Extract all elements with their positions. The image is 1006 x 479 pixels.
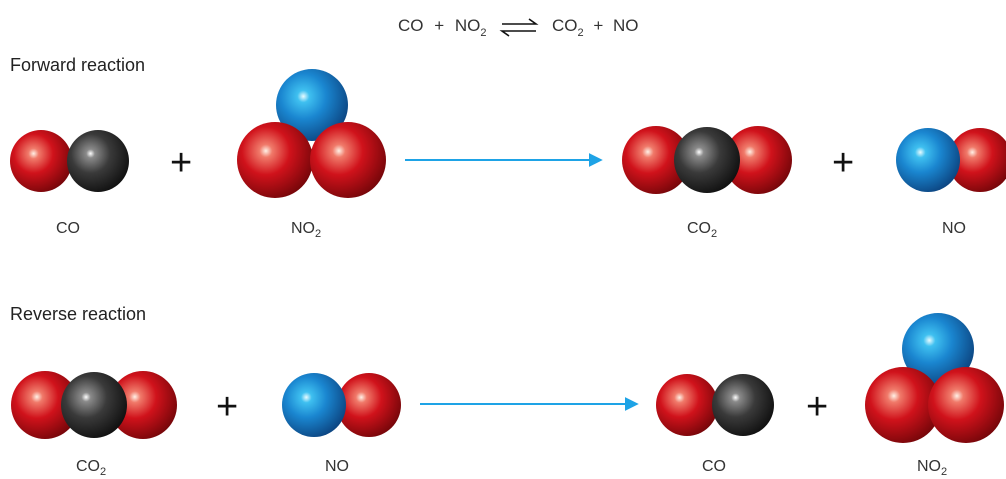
plus-sign: + <box>216 386 238 428</box>
reverse-heading: Reverse reaction <box>10 304 146 324</box>
label-co: CO <box>56 220 80 237</box>
label-co2: CO2 <box>687 220 717 240</box>
equilibrium-arrow-icon <box>499 18 539 37</box>
oxygen-atom <box>310 122 386 198</box>
oxygen-atom <box>656 374 718 436</box>
oxygen-atom <box>928 367 1004 443</box>
carbon-atom <box>61 372 127 438</box>
equation-rhs-co2-sub: 2 <box>578 27 584 39</box>
molecule-co2 <box>11 371 177 439</box>
oxygen-atom <box>948 128 1006 192</box>
label-no2: NO2 <box>291 220 321 240</box>
plus-sign: + <box>806 386 828 428</box>
nitrogen-atom <box>276 69 348 141</box>
oxygen-atom <box>237 122 313 198</box>
molecule-no2 <box>865 313 1004 443</box>
equation-lhs-no2: NO <box>455 16 481 35</box>
nitrogen-atom <box>896 128 960 192</box>
molecule-no <box>896 128 1006 192</box>
equation-lhs-co: CO <box>398 16 424 35</box>
equation-lhs-plus: + <box>434 16 444 35</box>
carbon-atom <box>712 374 774 436</box>
equation-rhs-co2: CO <box>552 16 578 35</box>
plus-sign: + <box>170 142 192 184</box>
oxygen-atom <box>622 126 690 194</box>
label-co: CO <box>702 458 726 475</box>
oxygen-atom <box>724 126 792 194</box>
oxygen-atom <box>11 371 79 439</box>
molecule-no2 <box>237 69 386 198</box>
equation-lhs: CO + NO2 <box>398 16 487 39</box>
equation-rhs-no: NO <box>613 16 639 35</box>
molecule-no <box>282 373 401 437</box>
oxygen-atom <box>337 373 401 437</box>
forward-heading: Forward reaction <box>10 55 145 75</box>
oxygen-atom <box>865 367 941 443</box>
equation-rhs-plus: + <box>593 16 603 35</box>
equation: CO + NO2 CO2 + NO <box>398 16 639 40</box>
molecule-co2 <box>622 126 792 194</box>
equation-rhs: CO2 + NO <box>552 16 639 40</box>
label-no: NO <box>942 220 966 237</box>
oxygen-atom <box>109 371 177 439</box>
carbon-atom <box>674 127 740 193</box>
nitrogen-atom <box>902 313 974 385</box>
nitrogen-atom <box>282 373 346 437</box>
molecule-co <box>10 130 129 192</box>
carbon-atom <box>67 130 129 192</box>
plus-sign: + <box>832 142 854 184</box>
reverse-reaction: Reverse reaction + + CO2 <box>10 304 1004 478</box>
equation-lhs-no2-sub: 2 <box>480 27 486 39</box>
molecule-co <box>656 374 774 436</box>
oxygen-atom <box>10 130 72 192</box>
label-no2: NO2 <box>917 458 947 478</box>
label-no: NO <box>325 458 349 475</box>
forward-reaction: Forward reaction + + CO <box>10 55 1006 240</box>
label-co2: CO2 <box>76 458 106 478</box>
